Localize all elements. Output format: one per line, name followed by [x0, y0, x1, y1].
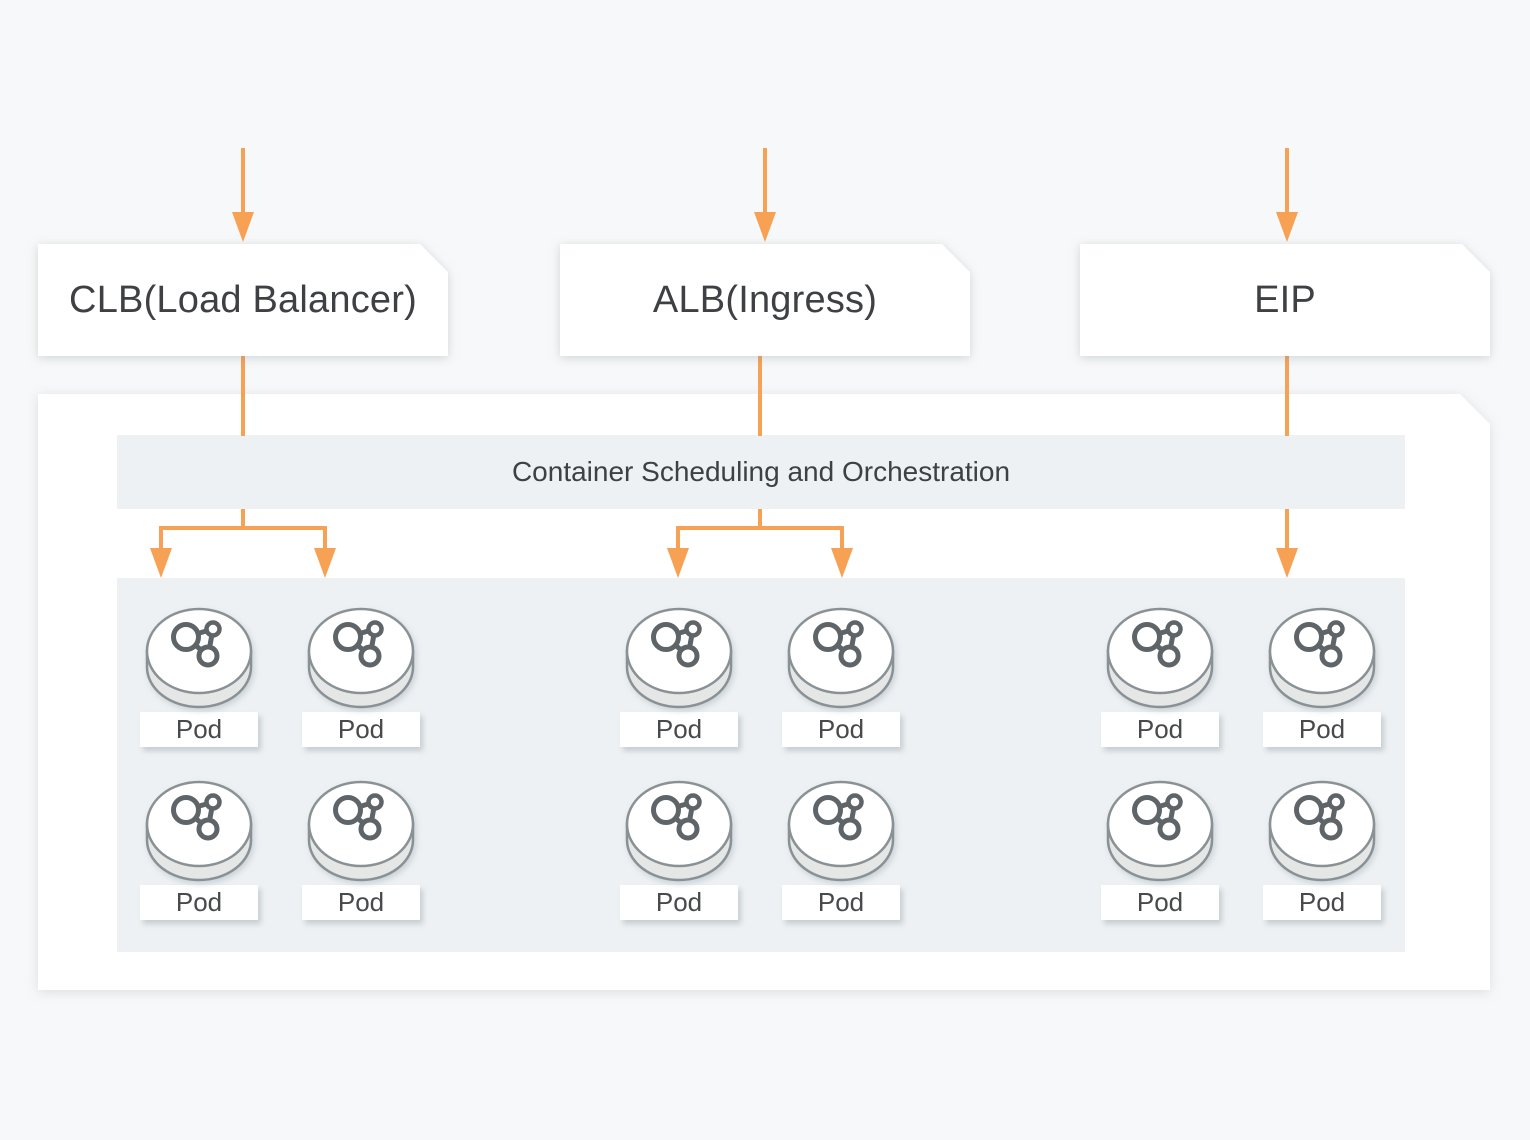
- alb-pod-3: Pod: [620, 778, 738, 920]
- alb-split-right-arrow-icon: [831, 548, 853, 578]
- eip-pod-2: Pod: [1263, 605, 1381, 747]
- molecule-icon: [813, 793, 864, 841]
- pod-label: Pod: [140, 885, 258, 920]
- alb-split-left-arm: [676, 526, 680, 552]
- scheduler-band: Container Scheduling and Orchestration: [117, 435, 1405, 509]
- pod-cylinder-icon: [1106, 607, 1214, 709]
- molecule-icon: [171, 793, 222, 841]
- pod-cylinder-icon: [1268, 607, 1376, 709]
- clb-split-stub: [241, 509, 245, 528]
- molecule-icon: [813, 620, 864, 668]
- molecule-icon: [171, 620, 222, 668]
- eip-inbound-arrow-shaft: [1285, 148, 1289, 214]
- molecule-icon: [1132, 620, 1183, 668]
- pod-cylinder-icon: [625, 780, 733, 882]
- pod-cylinder-icon: [1268, 780, 1376, 882]
- clb-split-left-arrow-icon: [150, 548, 172, 578]
- eip-node: EIP: [1080, 244, 1490, 356]
- alb-pod-4: Pod: [782, 778, 900, 920]
- molecule-icon: [333, 620, 384, 668]
- alb-pod-2: Pod: [782, 605, 900, 747]
- clb-pod-3: Pod: [140, 778, 258, 920]
- pod-label: Pod: [140, 712, 258, 747]
- alb-pod-1: Pod: [620, 605, 738, 747]
- clb-pod-2: Pod: [302, 605, 420, 747]
- clb-split-right-arm: [323, 526, 327, 552]
- eip-pod-3: Pod: [1101, 778, 1219, 920]
- alb-split-right-arm: [840, 526, 844, 552]
- pod-cylinder-icon: [307, 780, 415, 882]
- eip-pod-1: Pod: [1101, 605, 1219, 747]
- alb-inbound-arrow-head-icon: [754, 212, 776, 242]
- alb-to-scheduler-line: [758, 356, 762, 436]
- eip-down-line: [1285, 509, 1289, 550]
- pod-label: Pod: [302, 885, 420, 920]
- eip-node-label: EIP: [1080, 244, 1490, 356]
- alb-split-left-arrow-icon: [667, 548, 689, 578]
- pod-label: Pod: [782, 712, 900, 747]
- molecule-icon: [1294, 620, 1345, 668]
- pod-cylinder-icon: [307, 607, 415, 709]
- molecule-icon: [651, 620, 702, 668]
- pod-cylinder-icon: [145, 607, 253, 709]
- pod-label: Pod: [620, 712, 738, 747]
- clb-split-right-arrow-icon: [314, 548, 336, 578]
- molecule-icon: [651, 793, 702, 841]
- alb-node-label: ALB(Ingress): [560, 244, 970, 356]
- molecule-icon: [333, 793, 384, 841]
- pod-label: Pod: [1101, 885, 1219, 920]
- pod-label: Pod: [1101, 712, 1219, 747]
- clb-node-label: CLB(Load Balancer): [38, 244, 448, 356]
- pod-cylinder-icon: [1106, 780, 1214, 882]
- eip-to-scheduler-line: [1285, 356, 1289, 436]
- pod-cylinder-icon: [787, 607, 895, 709]
- clb-node: CLB(Load Balancer): [38, 244, 448, 356]
- clb-inbound-arrow-shaft: [241, 148, 245, 214]
- scheduler-band-label: Container Scheduling and Orchestration: [511, 456, 1011, 487]
- clb-split-bar: [159, 526, 327, 530]
- eip-pod-4: Pod: [1263, 778, 1381, 920]
- alb-split-stub: [758, 509, 762, 528]
- pod-label: Pod: [302, 712, 420, 747]
- molecule-icon: [1294, 793, 1345, 841]
- eip-inbound-arrow-head-icon: [1276, 212, 1298, 242]
- pod-label: Pod: [1263, 712, 1381, 747]
- alb-inbound-arrow-shaft: [763, 148, 767, 214]
- clb-inbound-arrow-head-icon: [232, 212, 254, 242]
- pod-label: Pod: [620, 885, 738, 920]
- molecule-icon: [1132, 793, 1183, 841]
- eip-down-arrow-icon: [1276, 548, 1298, 578]
- pod-label: Pod: [1263, 885, 1381, 920]
- alb-node: ALB(Ingress): [560, 244, 970, 356]
- clb-pod-1: Pod: [140, 605, 258, 747]
- pod-label: Pod: [782, 885, 900, 920]
- clb-pod-4: Pod: [302, 778, 420, 920]
- pod-cylinder-icon: [625, 607, 733, 709]
- clb-to-scheduler-line: [241, 356, 245, 436]
- pod-cylinder-icon: [145, 780, 253, 882]
- pod-cylinder-icon: [787, 780, 895, 882]
- alb-split-bar: [676, 526, 844, 530]
- clb-split-left-arm: [159, 526, 163, 552]
